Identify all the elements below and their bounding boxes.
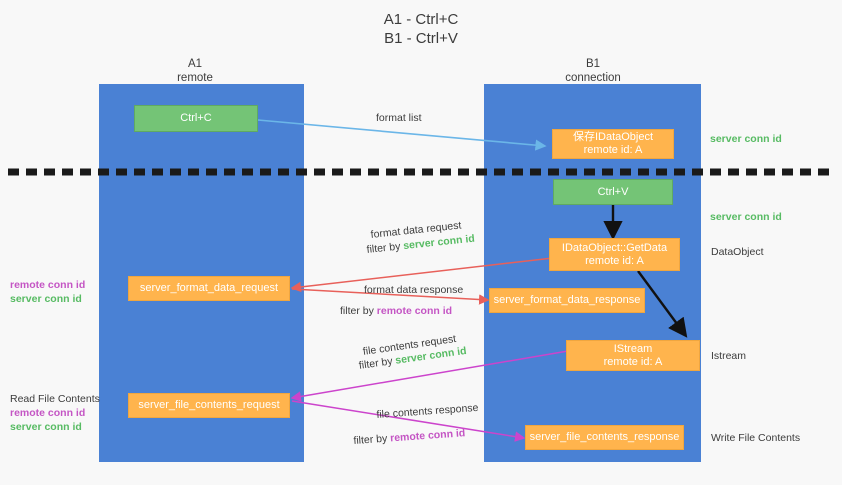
column-header-b1: B1 connection	[565, 58, 621, 84]
box-server-file-contents-request[interactable]: server_file_contents_request	[128, 393, 290, 418]
arrow-getdata-to-istream	[637, 270, 688, 338]
page-title: A1 - Ctrl+C B1 - Ctrl+V	[383, 11, 459, 47]
left-label-remote-conn-id-1: remote conn id	[10, 279, 86, 291]
right-label-dataobject: DataObject	[711, 246, 764, 258]
left-label-read-file-contents: Read File Contents	[10, 393, 100, 405]
arrow-format-list	[257, 119, 547, 151]
arrow-format-data-response	[291, 288, 490, 305]
arrow-file-contents-request	[290, 350, 569, 402]
right-label-server-conn-id-top: server conn id	[710, 133, 782, 145]
left-label-remote-conn-id-2: remote conn id	[10, 407, 86, 419]
box-server-format-data-response[interactable]: server_format_data_response	[489, 288, 645, 313]
filter-value-remote-conn-id: remote conn id	[376, 305, 453, 317]
box-save-idataobject[interactable]: 保存IDataObject remote id: A	[552, 129, 674, 159]
box-ctrl-c[interactable]: Ctrl+C	[134, 105, 258, 132]
edge-label-format-list: format list	[376, 112, 422, 124]
box-server-format-data-request[interactable]: server_format_data_request	[128, 276, 290, 301]
column-header-a1: A1 remote	[177, 58, 213, 84]
right-label-istream: Istream	[711, 350, 747, 362]
filter-prefix: filter by	[358, 354, 397, 372]
arrow-file-contents-response	[291, 400, 526, 442]
box-server-file-contents-response[interactable]: server_file_contents_response	[525, 425, 684, 450]
right-label-server-conn-id-mid: server conn id	[710, 211, 782, 223]
filter-prefix: filter by	[353, 432, 391, 447]
right-label-write-file-contents: Write File Contents	[711, 432, 801, 444]
edge-label-file-contents-response-filter: filter by remote conn id	[353, 426, 466, 448]
left-label-server-conn-id-2: server conn id	[10, 421, 82, 433]
left-label-server-conn-id-1: server conn id	[10, 293, 82, 305]
filter-prefix: filter by	[366, 240, 404, 256]
box-istream[interactable]: IStream remote id: A	[566, 340, 700, 371]
filter-prefix: filter by	[340, 305, 377, 317]
filter-value-remote-conn-id: remote conn id	[389, 427, 466, 445]
left-label-conn-ids-1: remote conn id server conn id	[10, 278, 85, 306]
edge-label-format-data-response-filter: filter by remote conn id	[340, 304, 452, 318]
arrow-format-data-request	[290, 257, 554, 293]
left-label-read-file-contents-group: Read File Contents remote conn id server…	[10, 392, 100, 434]
edge-label-file-contents-response: file contents response	[376, 401, 479, 421]
edge-label-format-data-response: format data response	[364, 284, 464, 296]
box-ctrl-v[interactable]: Ctrl+V	[553, 179, 673, 205]
box-idataobject-getdata[interactable]: IDataObject::GetData remote id: A	[549, 238, 680, 271]
